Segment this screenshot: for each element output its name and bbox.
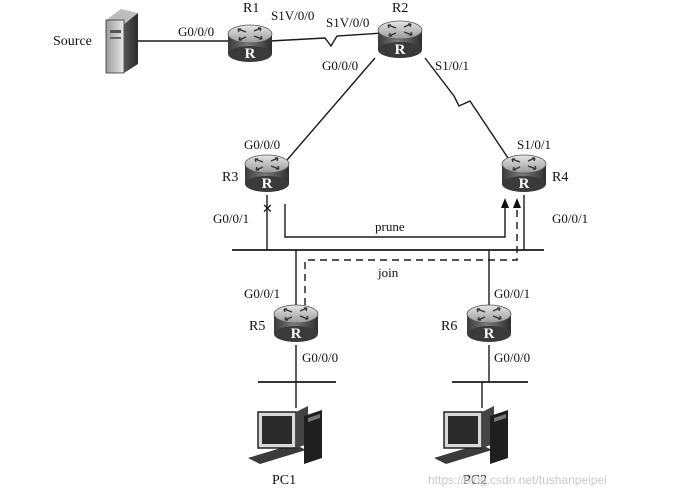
router-r2: R R2 [377, 1, 423, 59]
if-r3-g001: G0/0/1 [213, 211, 249, 226]
router-r4-name: R4 [552, 170, 568, 185]
pc2-label: PC2 [463, 473, 487, 488]
router-r5-name: R5 [249, 319, 265, 334]
pc1: PC1 [247, 405, 323, 488]
watermark-text: https://blog.csdn.net/tushanpeipei [428, 473, 607, 487]
if-r2-s1v00: S1V/0/0 [326, 15, 369, 30]
prune-arrowhead [501, 198, 509, 208]
router-r3: R R3 [222, 154, 290, 193]
if-r5-g001: G0/0/1 [244, 286, 280, 301]
prune-label: prune [375, 219, 405, 234]
router-r4-glyph: R [519, 176, 530, 192]
router-r4: R R4 [501, 154, 568, 193]
router-r1-name: R1 [243, 1, 259, 16]
pim-messages: ✕ prune join [262, 198, 521, 305]
link-r2-r4-serial [424, 57, 509, 159]
router-r2-glyph: R [395, 42, 406, 58]
if-r6-g000: G0/0/0 [494, 350, 530, 365]
prune-marker-icon: ✕ [262, 201, 273, 216]
if-r1-s1v00: S1V/0/0 [271, 8, 314, 23]
server-icon [105, 9, 138, 74]
pc1-label: PC1 [272, 473, 296, 488]
link-r1-r2-serial [269, 32, 384, 48]
join-arrowhead [513, 198, 521, 208]
router-r5: R R5 [249, 304, 319, 343]
if-r2-s101: S1/0/1 [435, 58, 469, 73]
if-r2-g000: G0/0/0 [322, 58, 358, 73]
links [138, 32, 544, 408]
source-label: Source [53, 34, 92, 49]
router-r1-glyph: R [245, 46, 256, 62]
source-server: Source [53, 9, 138, 74]
pc2: PC2 [433, 405, 509, 488]
router-r3-name: R3 [222, 170, 238, 185]
if-r1-g000: G0/0/0 [178, 24, 214, 39]
router-r2-name: R2 [392, 1, 408, 16]
router-r3-glyph: R [262, 176, 273, 192]
if-r3-g000: G0/0/0 [244, 137, 280, 152]
router-r5-glyph: R [291, 326, 302, 342]
if-r5-g000: G0/0/0 [302, 350, 338, 365]
if-r4-g001: G0/0/1 [552, 211, 588, 226]
if-r6-g001: G0/0/1 [494, 286, 530, 301]
prune-path [284, 204, 506, 238]
router-r6: R R6 [441, 304, 512, 343]
router-r1: R R1 [227, 1, 273, 63]
pc-icon [433, 405, 509, 465]
join-path [304, 206, 518, 305]
router-r6-glyph: R [484, 326, 495, 342]
router-r6-name: R6 [441, 319, 457, 334]
if-r4-s101: S1/0/1 [517, 137, 551, 152]
pc-icon [247, 405, 323, 465]
interface-labels: G0/0/0 S1V/0/0 S1V/0/0 G0/0/0 S1/0/1 G0/… [178, 8, 588, 365]
join-label: join [377, 265, 399, 280]
link-r2-r3 [286, 57, 376, 161]
